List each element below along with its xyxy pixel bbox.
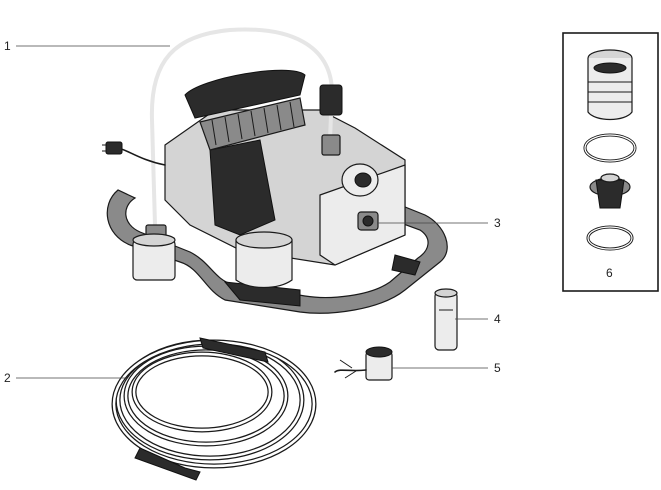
callout-3: 3 xyxy=(494,216,501,230)
inset-kit xyxy=(563,33,658,291)
callout-1: 1 xyxy=(4,39,11,53)
sprayer-unit xyxy=(102,29,447,313)
callout-4: 4 xyxy=(494,312,501,326)
callout-2: 2 xyxy=(4,371,11,385)
callout-5: 5 xyxy=(494,361,501,375)
callout-6: 6 xyxy=(606,266,613,280)
hose-coil xyxy=(114,338,314,480)
filter-adapter xyxy=(335,347,392,380)
extension-nozzle xyxy=(435,289,457,350)
